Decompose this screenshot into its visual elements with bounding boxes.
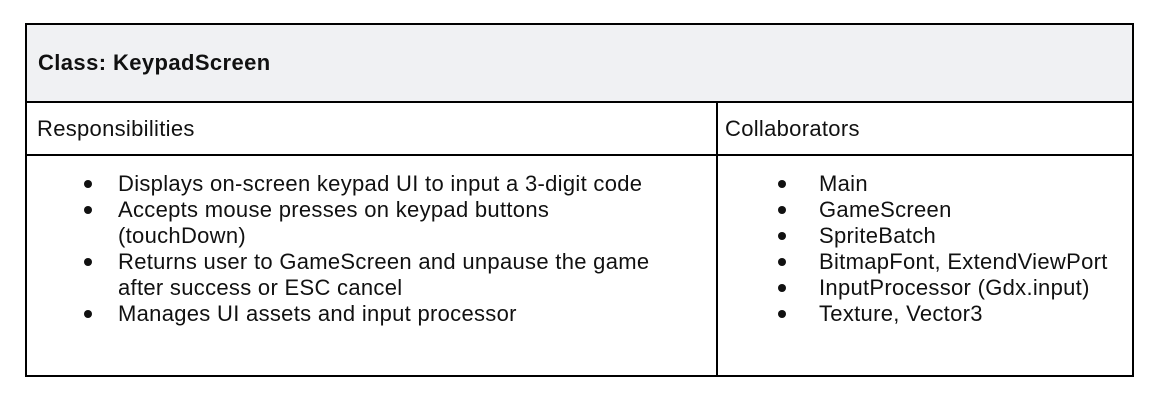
list-item-line: (touchDown) bbox=[118, 223, 247, 248]
list-item-line: after success or ESC cancel bbox=[118, 275, 403, 300]
list-item: Returns user to GameScreen and unpause t… bbox=[27, 249, 716, 301]
list-item: InputProcessor (Gdx.input) bbox=[718, 275, 1132, 301]
class-title: Class: KeypadScreen bbox=[38, 50, 271, 75]
list-item-line: Manages UI assets and input processor bbox=[118, 301, 517, 326]
list-item-line: Displays on-screen keypad UI to input a … bbox=[118, 171, 643, 196]
responsibilities-header-cell: Responsibilities bbox=[27, 103, 718, 156]
list-item: SpriteBatch bbox=[718, 223, 1132, 249]
collaborators-header-cell: Collaborators bbox=[718, 103, 1132, 156]
list-item-line: SpriteBatch bbox=[819, 223, 937, 248]
collaborators-label: Collaborators bbox=[725, 115, 860, 141]
list-item: Texture, Vector3 bbox=[718, 301, 1132, 327]
list-item-line: Texture, Vector3 bbox=[819, 301, 983, 326]
list-item-line: InputProcessor (Gdx.input) bbox=[819, 275, 1090, 300]
responsibilities-cell: Displays on-screen keypad UI to input a … bbox=[27, 156, 718, 375]
responsibilities-list: Displays on-screen keypad UI to input a … bbox=[27, 171, 716, 327]
list-item-line: BitmapFont, ExtendViewPort bbox=[819, 249, 1108, 274]
class-header-row: Class: KeypadScreen bbox=[27, 25, 1132, 103]
list-item-line: GameScreen bbox=[819, 197, 952, 222]
list-item: Manages UI assets and input processor bbox=[27, 301, 716, 327]
list-item-line: Returns user to GameScreen and unpause t… bbox=[118, 249, 650, 274]
list-item: Displays on-screen keypad UI to input a … bbox=[27, 171, 716, 197]
responsibilities-label: Responsibilities bbox=[37, 115, 195, 141]
list-item: Accepts mouse presses on keypad buttons(… bbox=[27, 197, 716, 249]
list-item: BitmapFont, ExtendViewPort bbox=[718, 249, 1132, 275]
list-item-line: Main bbox=[819, 171, 868, 196]
list-item: GameScreen bbox=[718, 197, 1132, 223]
list-item-line: Accepts mouse presses on keypad buttons bbox=[118, 197, 550, 222]
list-item: Main bbox=[718, 171, 1132, 197]
crc-card-table: Class: KeypadScreen Responsibilities Col… bbox=[25, 23, 1134, 377]
